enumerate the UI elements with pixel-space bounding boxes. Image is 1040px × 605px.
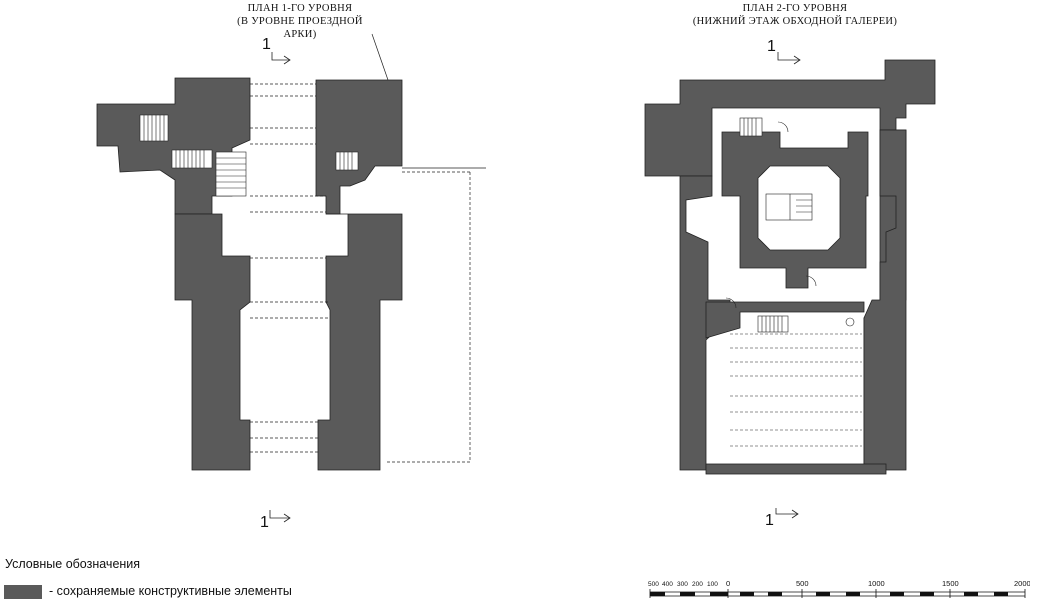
plan-2-section-marks bbox=[775, 52, 801, 519]
legend-item-text: - сохраняемые конструктивные элементы bbox=[49, 584, 292, 598]
plan-2-west-wing bbox=[644, 59, 936, 177]
scale-label-8: 1500 bbox=[942, 579, 959, 588]
plan-2-title: ПЛАН 2-ГО УРОВНЯ (НИЖНИЙ ЭТАЖ ОБХОДНОЙ Г… bbox=[690, 2, 900, 28]
plan-1-east-block bbox=[315, 79, 403, 215]
scale-label-5: 0 bbox=[726, 579, 730, 588]
plan-1-west-pier bbox=[174, 213, 251, 471]
plan-1-east-pier bbox=[317, 213, 403, 471]
plan-2-west-wall bbox=[679, 175, 731, 471]
plan-2-details bbox=[725, 117, 862, 447]
plan-1-title-line2: (В УРОВНЕ ПРОЕЗДНОЙ АРКИ) bbox=[237, 16, 363, 40]
scale-label-0: 500 bbox=[648, 581, 659, 588]
plan-1-outline bbox=[371, 33, 486, 463]
scale-label-2: 300 bbox=[677, 581, 688, 588]
scale-label-6: 500 bbox=[796, 579, 809, 588]
scale-label-1: 400 bbox=[662, 581, 673, 588]
scale-label-7: 1000 bbox=[868, 579, 885, 588]
legend-swatch bbox=[4, 585, 42, 599]
plan-1-title: ПЛАН 1-ГО УРОВНЯ (В УРОВНЕ ПРОЕЗДНОЙ АРК… bbox=[225, 2, 375, 41]
scale-label-3: 200 bbox=[692, 581, 703, 588]
plan-2 bbox=[644, 59, 936, 475]
plan-1 bbox=[96, 33, 486, 471]
legend-title: Условные обозначения bbox=[5, 557, 141, 571]
plan-2-south-hall bbox=[705, 301, 865, 339]
floor-plans-drawing bbox=[96, 33, 936, 523]
plan-1-stairs bbox=[139, 114, 359, 197]
plan-1-arch-lines bbox=[250, 83, 330, 453]
plan-1-west-wing bbox=[96, 77, 251, 215]
scale-label-4: 100 bbox=[707, 581, 718, 588]
scale-bar: 500 400 300 200 100 0 500 1000 1500 2000 bbox=[648, 579, 1030, 598]
plan-2-title-line1: ПЛАН 2-ГО УРОВНЯ bbox=[742, 3, 848, 14]
plan-1-title-line1: ПЛАН 1-ГО УРОВНЯ bbox=[247, 3, 353, 14]
plan-1-section-marks bbox=[269, 52, 291, 523]
plan-2-title-line2: (НИЖНИЙ ЭТАЖ ОБХОДНОЙ ГАЛЕРЕИ) bbox=[692, 16, 898, 27]
scale-label-9: 2000 bbox=[1014, 579, 1030, 588]
